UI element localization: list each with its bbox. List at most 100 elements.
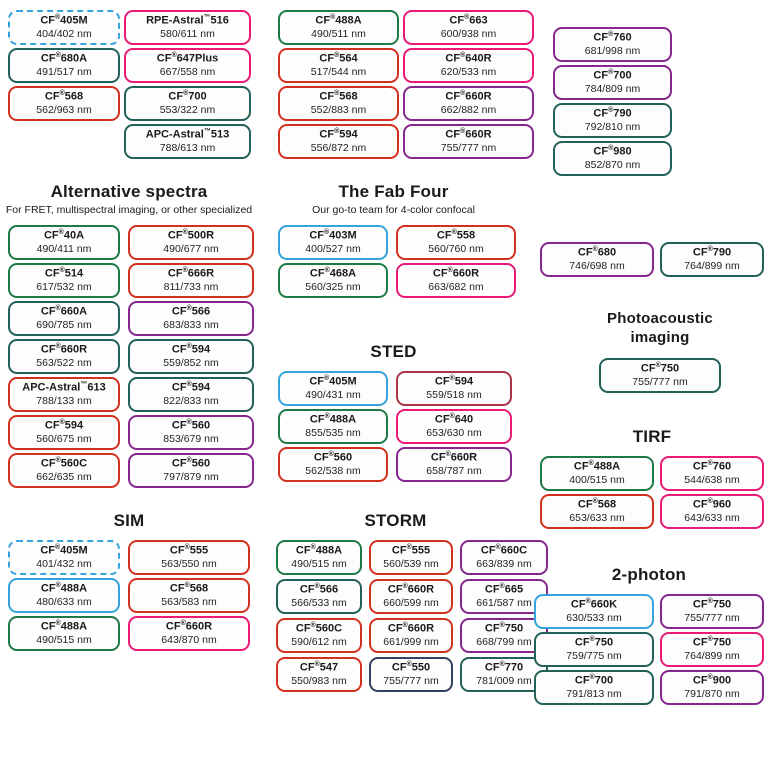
dye-name: CF®680 (577, 246, 617, 259)
dye-name: CF®488A (40, 581, 88, 595)
dye-excitation-emission: 560/325 nm (305, 281, 361, 294)
dye-name: CF®790 (593, 107, 632, 120)
dye-name: CF®750 (484, 621, 524, 635)
dye-excitation-emission: 653/630 nm (426, 427, 482, 440)
dye-excitation-emission: 661/999 nm (383, 636, 439, 649)
dye-excitation-emission: 643/870 nm (161, 634, 217, 647)
dye-excitation-emission: 560/539 nm (383, 558, 439, 571)
dye-name: CF®770 (484, 660, 524, 674)
dye-excitation-emission: 662/882 nm (440, 104, 497, 117)
dye-excitation-emission: 853/679 nm (163, 433, 219, 446)
section-title: STORM (364, 511, 427, 530)
dye-excitation-emission: 755/777 nm (684, 612, 740, 625)
dye-excitation-emission: 791/813 nm (566, 688, 622, 701)
dye-name: CF®594 (171, 342, 211, 356)
dye-name: CF®488A (573, 459, 621, 473)
dye-excitation-emission: 668/799 nm (476, 636, 532, 649)
dye-excitation-emission: 662/635 nm (36, 471, 92, 484)
section-title: Photoacoustic imaging (607, 310, 713, 346)
dye-excitation-emission: 490/677 nm (163, 243, 219, 256)
dye-name: CF®40A (43, 228, 85, 242)
dye-name: CF®660R (40, 342, 88, 356)
dye-excitation-emission: 660/599 nm (383, 597, 439, 610)
section-alternative-spectra: Alternative spectra For FRET, multispect… (0, 182, 258, 488)
section-title: STED (370, 342, 417, 361)
dye-name: CF®488A (315, 14, 362, 27)
section-title: TIRF (632, 427, 672, 446)
dye-name: CF®660R (445, 128, 492, 141)
dye-excitation-emission: 797/879 nm (163, 471, 219, 484)
dye-name: CF®660K (570, 597, 618, 611)
dye-name: CF®488A (40, 619, 88, 633)
dye-excitation-emission: 746/698 nm (569, 260, 625, 273)
dye-excitation-emission: 490/515 nm (291, 558, 347, 571)
dye-name: CF®514 (44, 266, 84, 280)
dye-excitation-emission: 556/872 nm (310, 142, 367, 155)
dye-name: APC-Astral™613 (22, 380, 106, 394)
dye-excitation-emission: 544/638 nm (684, 474, 740, 487)
section-title: SIM (113, 511, 145, 530)
dye-excitation-emission: 764/899 nm (684, 260, 740, 273)
dye-excitation-emission: 792/810 nm (584, 121, 641, 134)
dye-name: CF®790 (692, 246, 732, 259)
dye-name: CF®665 (484, 582, 524, 596)
dye-name: CF®640 (434, 412, 474, 426)
dye-name: CF®550 (391, 660, 431, 674)
dye-excitation-emission: 490/411 nm (36, 243, 92, 256)
dye-name: CF®555 (391, 543, 431, 557)
section-subtitle: For FRET, multispectral imaging, or othe… (5, 203, 253, 216)
dye-name: CF®750 (574, 635, 614, 649)
dye-name: CF®750 (692, 597, 732, 611)
dye-name: CF®647Plus (156, 52, 219, 65)
dye-excitation-emission: 562/963 nm (36, 104, 92, 117)
dye-name: CF®468A (309, 266, 357, 280)
dye-name: CF®566 (171, 304, 211, 318)
dye-excitation-emission: 553/322 nm (159, 104, 216, 117)
dye-excitation-emission: 781/009 nm (476, 675, 532, 688)
dye-excitation-emission: 620/533 nm (440, 66, 497, 79)
dye-name: CF®547 (299, 660, 339, 674)
dye-excitation-emission: 788/613 nm (159, 142, 216, 155)
dye-name: CF®500R (167, 228, 215, 242)
dye-excitation-emission: 563/522 nm (36, 357, 92, 370)
dye-excitation-emission: 661/587 nm (476, 597, 532, 610)
dye-name: CF®960 (692, 497, 732, 511)
dye-excitation-emission: 559/518 nm (426, 389, 482, 402)
dye-name: CF®660A (40, 304, 88, 318)
dye-name: CF®403M (309, 228, 357, 242)
dye-name: CF®660R (387, 582, 435, 596)
